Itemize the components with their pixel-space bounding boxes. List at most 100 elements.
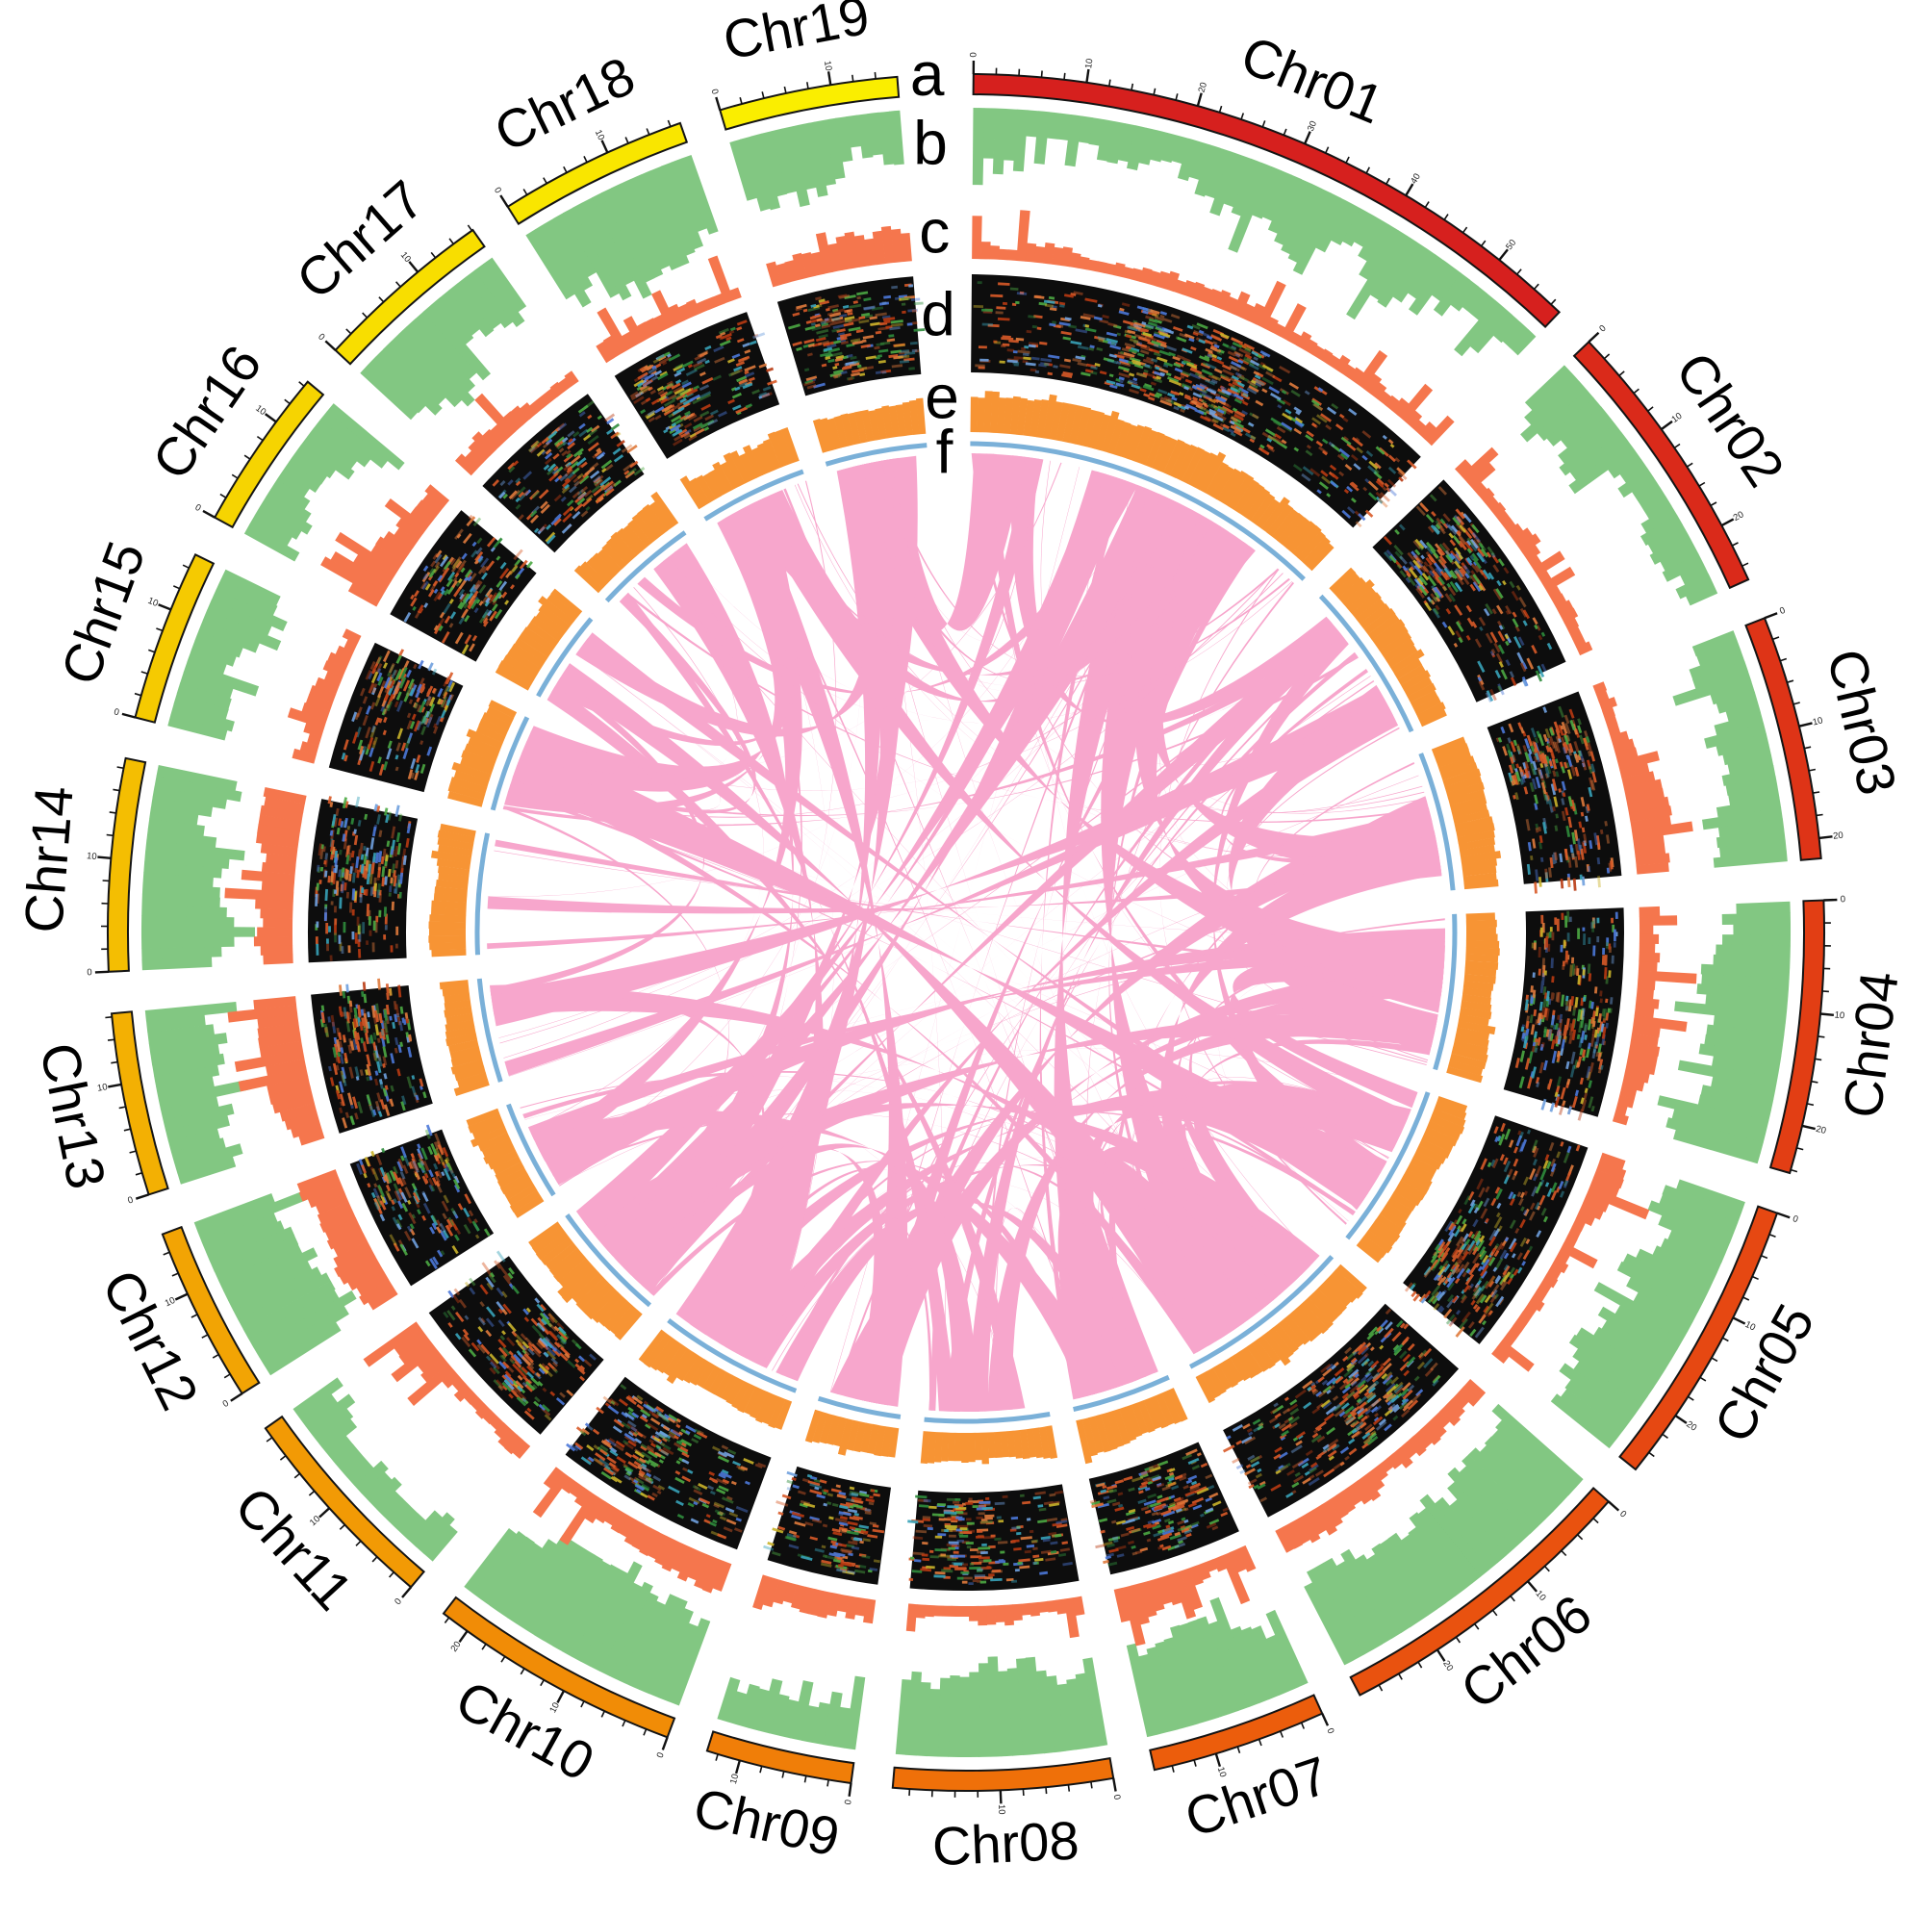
scale-tick-labels: 010 — [164, 1295, 231, 1410]
scale-ticks-major — [972, 60, 1509, 261]
tile-marks-Chr09 — [763, 1470, 885, 1575]
scale-ticks-major — [108, 1083, 149, 1200]
scale-ticks-minor — [1171, 1722, 1306, 1773]
chromosome-label-Chr13: Chr13 — [29, 1037, 117, 1193]
tile-track-Chr07 — [1088, 1442, 1239, 1575]
inner-ring-Chr11 — [565, 1213, 652, 1308]
histogram-c-Chr18 — [596, 255, 742, 364]
scale-ticks-major — [324, 261, 419, 351]
svg-text:0: 0 — [87, 967, 92, 978]
scale-ticks-minor — [1378, 1518, 1599, 1692]
svg-text:20: 20 — [1815, 1124, 1827, 1136]
ideogram-Chr10 — [442, 1596, 676, 1739]
inner-ring-Chr06 — [1188, 1255, 1335, 1369]
tile-track-Chr10 — [565, 1376, 772, 1550]
svg-text:20: 20 — [1197, 81, 1209, 93]
svg-text:0: 0 — [709, 88, 721, 95]
tile-track-Chr02 — [1372, 479, 1566, 702]
scale-ticks-minor — [1790, 922, 1831, 1173]
chromosome-label-Chr09: Chr09 — [689, 1776, 846, 1868]
tile-marks-Chr04 — [1514, 910, 1618, 1121]
svg-text:10: 10 — [593, 128, 606, 141]
tile-marks-Chr12 — [356, 1124, 491, 1269]
histogram-e-Chr11 — [528, 1221, 643, 1340]
ideogram-Chr04 — [1768, 899, 1825, 1175]
histogram-b-Chr02 — [1520, 365, 1718, 606]
svg-text:30: 30 — [1306, 119, 1319, 133]
histogram-c-Chr19 — [766, 225, 912, 288]
histogram-b-Chr01 — [972, 108, 1537, 357]
histogram-e-Chr12 — [466, 1108, 545, 1218]
histogram-b-Chr09 — [717, 1675, 866, 1750]
svg-text:20: 20 — [448, 1640, 463, 1654]
svg-text:0: 0 — [1617, 1509, 1628, 1520]
inner-ring-Chr04 — [1433, 913, 1458, 1071]
chromosome-label-Chr14: Chr14 — [13, 784, 85, 935]
inner-ring-Chr03 — [1418, 753, 1456, 891]
tile-marks-Chr15 — [341, 649, 456, 780]
scale-ticks-minor — [100, 766, 124, 951]
scale-ticks-minor — [908, 1781, 1093, 1798]
svg-text:0: 0 — [655, 1751, 667, 1760]
histogram-e-Chr19 — [812, 397, 927, 453]
histogram-c-Chr12 — [296, 1169, 398, 1311]
scale-ticks-minor — [1648, 1234, 1776, 1458]
svg-text:10: 10 — [1669, 411, 1684, 425]
tile-marks-Chr17 — [492, 400, 646, 545]
svg-text:10: 10 — [1083, 58, 1095, 69]
ideogram-Chr16 — [213, 380, 325, 529]
chromosome-label-Chr07: Chr07 — [1178, 1745, 1336, 1849]
inner-ring-Chr05 — [1345, 1091, 1431, 1240]
histogram-e-Chr14 — [428, 823, 476, 958]
scale-tick-labels: 010 — [193, 403, 268, 514]
scale-tick-labels: 010 — [87, 851, 97, 978]
svg-text:20: 20 — [1440, 1659, 1455, 1673]
histogram-c-Chr13 — [227, 996, 325, 1146]
inner-ring-Chr02 — [1318, 594, 1414, 733]
ideogram-Chr06 — [1349, 1486, 1611, 1697]
histogram-c-Chr08 — [905, 1596, 1085, 1639]
histogram-b-Chr07 — [1126, 1596, 1309, 1738]
histogram-b-Chr04 — [1657, 901, 1792, 1164]
chromosome-label-Chr03: Chr03 — [1816, 644, 1908, 801]
scale-ticks-minor — [522, 119, 672, 195]
track-label-c: c — [919, 197, 950, 267]
histogram-e-Chr15 — [447, 700, 518, 807]
histogram-b-Chr05 — [1550, 1179, 1745, 1449]
tile-marks-Chr05 — [1404, 1122, 1581, 1339]
scale-ticks-minor — [995, 67, 1557, 305]
inner-ring-Chr01 — [970, 441, 1306, 581]
histogram-c-Chr02 — [1455, 447, 1593, 656]
scale-ticks-minor — [219, 381, 305, 498]
tile-track-Chr05 — [1403, 1115, 1589, 1344]
scale-tick-labels: 010 — [728, 1773, 854, 1805]
svg-text:0: 0 — [221, 1398, 231, 1410]
tile-track-Chr18 — [614, 312, 780, 459]
scale-ticks-major — [715, 71, 832, 111]
chromosome-label-Chr04: Chr04 — [1831, 968, 1909, 1121]
inner-ring-Chr16 — [536, 617, 594, 698]
svg-text:20: 20 — [1833, 830, 1844, 842]
tile-marks-Chr10 — [566, 1384, 767, 1540]
scale-ticks-major — [1588, 331, 1735, 527]
tile-track-Chr12 — [349, 1129, 495, 1287]
svg-text:0: 0 — [843, 1799, 854, 1805]
scale-ticks-minor — [105, 1016, 142, 1176]
scale-ticks-minor — [134, 564, 190, 697]
chromosome-label-Chr18: Chr18 — [485, 45, 644, 164]
svg-text:0: 0 — [1597, 323, 1608, 335]
ideogram-Chr09 — [705, 1730, 855, 1785]
svg-text:10: 10 — [996, 1804, 1006, 1815]
tile-marks-Chr13 — [319, 978, 427, 1129]
tile-track-Chr17 — [482, 394, 645, 553]
tile-marks-Chr14 — [315, 796, 412, 961]
scale-ticks-minor — [444, 1617, 648, 1736]
svg-text:0: 0 — [393, 1596, 404, 1607]
histogram-c-Chr11 — [363, 1321, 531, 1459]
histogram-e-Chr16 — [495, 588, 583, 691]
